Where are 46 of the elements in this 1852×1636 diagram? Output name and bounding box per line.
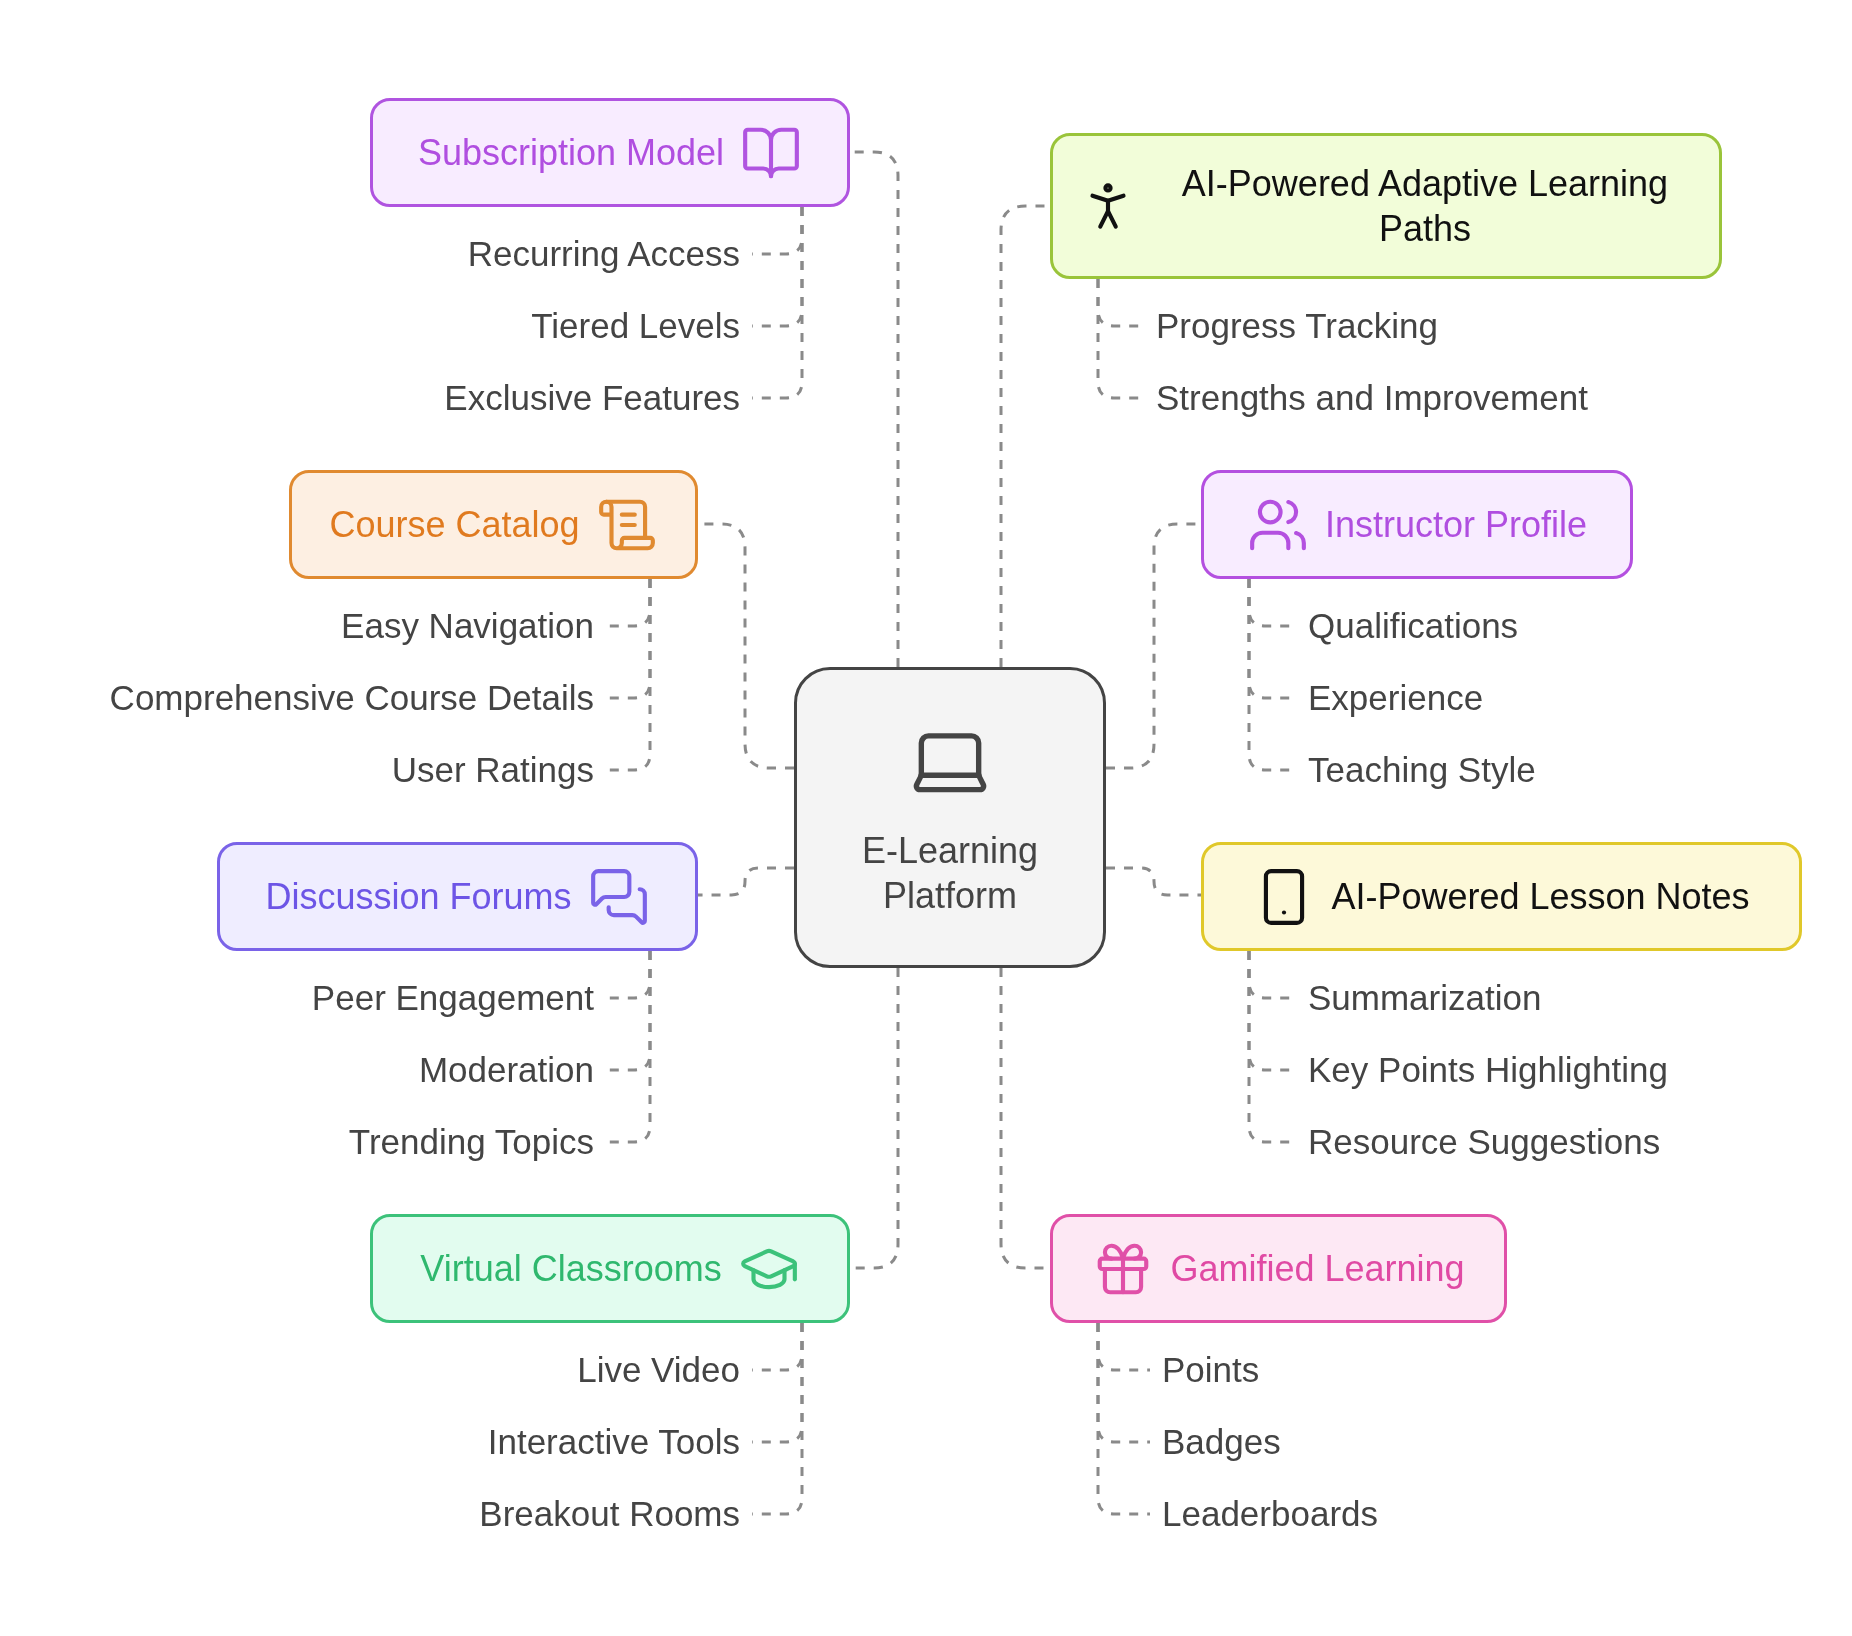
topic-box	[1050, 1214, 1507, 1323]
branch-label: Strengths and Improvement	[1144, 373, 1588, 423]
branch-label: Experience	[1296, 673, 1484, 723]
branch-label: Interactive Tools	[487, 1417, 752, 1467]
branch-label: Comprehensive Course Details	[109, 673, 606, 723]
branch-label: Recurring Access	[467, 229, 752, 279]
branch-label: Teaching Style	[1296, 745, 1536, 795]
topic-box	[1201, 470, 1633, 579]
connector-line	[752, 1323, 804, 1516]
branch-label: Leaderboards	[1150, 1489, 1378, 1539]
branch-label: Trending Topics	[348, 1117, 606, 1167]
connector-line	[698, 866, 794, 897]
connector-line	[1096, 1323, 1150, 1516]
topic-title: Gamified Learning	[1170, 1247, 1465, 1291]
connector-line	[752, 207, 804, 400]
topic-box	[217, 842, 698, 951]
branch-label: Breakout Rooms	[479, 1489, 752, 1539]
branch-label: Exclusive Features	[444, 373, 752, 423]
branch-label: Resource Suggestions	[1296, 1117, 1661, 1167]
branch-label: Key Points Highlighting	[1296, 1045, 1668, 1095]
topic-box	[1201, 842, 1802, 951]
branch-label: Moderation	[418, 1045, 606, 1095]
branch-label: Qualifications	[1296, 601, 1519, 651]
topic-title: Virtual Classrooms	[420, 1247, 722, 1291]
branch-label: Progress Tracking	[1144, 301, 1439, 351]
branch-label: Tiered Levels	[531, 301, 752, 351]
topic-title: Instructor Profile	[1324, 503, 1588, 547]
topic-box	[370, 98, 850, 207]
topic-box	[1050, 133, 1722, 279]
branch-label: Points	[1150, 1345, 1260, 1395]
branch-label: Badges	[1150, 1417, 1281, 1467]
branch-label: Easy Navigation	[341, 601, 606, 651]
topic-title: Course Catalog	[329, 503, 580, 547]
branch-label: User Ratings	[391, 745, 606, 795]
topic-box	[289, 470, 698, 579]
hub-box	[794, 667, 1106, 968]
topic-title: Discussion Forums	[265, 875, 572, 919]
topic-title: AI-Powered Adaptive Learning Paths	[1180, 162, 1670, 251]
hub-title: E-Learning Platform	[860, 828, 1040, 918]
topic-box	[370, 1214, 850, 1323]
branch-label: Live Video	[577, 1345, 752, 1395]
branch-label: Peer Engagement	[311, 973, 606, 1023]
topic-title: AI-Powered Lesson Notes	[1331, 875, 1750, 919]
topic-title: Subscription Model	[417, 131, 725, 175]
connector-line	[1106, 866, 1201, 897]
branch-label: Summarization	[1296, 973, 1542, 1023]
